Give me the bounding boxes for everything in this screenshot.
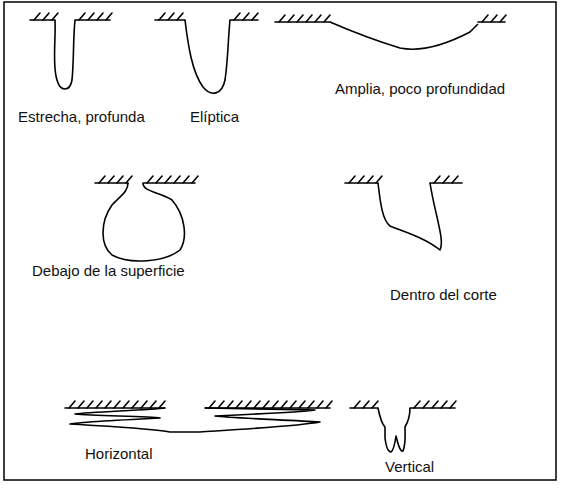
- surface-stroke: [324, 15, 330, 22]
- surface-stroke: [372, 401, 378, 408]
- surface-stroke: [108, 176, 114, 183]
- surface-stroke: [263, 401, 269, 408]
- surface-stroke: [306, 15, 312, 22]
- surface-stroke: [236, 401, 242, 408]
- shape-label: Dentro del corte: [390, 286, 497, 304]
- surface-stroke: [358, 176, 364, 183]
- surface-stroke: [500, 15, 506, 22]
- surface-stroke: [245, 401, 251, 408]
- surface-stroke: [243, 13, 249, 20]
- surface-stroke: [367, 176, 373, 183]
- wide-shallow-profile: [330, 22, 478, 49]
- surface-stroke: [192, 176, 198, 183]
- surface-stroke: [87, 401, 93, 408]
- surface-stroke: [482, 15, 488, 22]
- surface-stroke: [79, 13, 85, 20]
- surface-stroke: [117, 176, 123, 183]
- surface-stroke: [275, 21, 330, 23]
- surface-stroke: [434, 176, 440, 183]
- surface-stroke: [234, 13, 240, 20]
- narrow-deep-profile: [54, 20, 75, 89]
- surface-stroke: [326, 401, 332, 408]
- surface-stroke: [69, 401, 75, 408]
- surface-stroke: [126, 176, 132, 183]
- surface-stroke: [174, 176, 180, 183]
- surface-stroke: [290, 401, 296, 408]
- surface-stroke: [105, 401, 111, 408]
- shape-label: Vertical: [385, 458, 434, 476]
- surface-stroke: [34, 13, 40, 20]
- surface-stroke: [443, 176, 449, 183]
- surface-stroke: [423, 401, 429, 408]
- surface-stroke: [315, 15, 321, 22]
- surface-stroke: [150, 401, 156, 408]
- shape-label: Amplia, poco profundidad: [335, 80, 505, 98]
- shape-label: Elíptica: [190, 108, 239, 126]
- elliptical-profile: [185, 20, 230, 93]
- surface-stroke: [99, 176, 105, 183]
- surface-stroke: [254, 401, 260, 408]
- surface-stroke: [97, 13, 103, 20]
- surface-stroke: [281, 401, 287, 408]
- surface-stroke: [123, 401, 129, 408]
- surface-stroke: [209, 401, 215, 408]
- surface-stroke: [252, 13, 258, 20]
- surface-stroke: [165, 176, 171, 183]
- surface-stroke: [288, 15, 294, 22]
- surface-stroke: [141, 401, 147, 408]
- surface-stroke: [317, 401, 323, 408]
- surface-stroke: [376, 176, 382, 183]
- surface-stroke: [354, 401, 360, 408]
- surface-stroke: [363, 401, 369, 408]
- surface-stroke: [52, 13, 58, 20]
- surface-stroke: [43, 13, 49, 20]
- in-cut-profile: [378, 183, 441, 250]
- horizontal-profile: [70, 408, 320, 432]
- shape-label: Estrecha, profunda: [18, 108, 145, 126]
- surface-lines: [30, 13, 506, 408]
- subsurface-profile: [103, 183, 184, 261]
- shape-label: Debajo de la superficie: [32, 262, 185, 280]
- surface-stroke: [414, 401, 420, 408]
- surface-stroke: [96, 401, 102, 408]
- frame-border: [4, 2, 556, 480]
- surface-stroke: [441, 401, 447, 408]
- surface-stroke: [78, 401, 84, 408]
- surface-stroke: [168, 13, 174, 20]
- surface-stroke: [132, 401, 138, 408]
- surface-stroke: [147, 176, 153, 183]
- shape-label: Horizontal: [85, 445, 153, 463]
- surface-stroke: [450, 401, 456, 408]
- surface-stroke: [159, 13, 165, 20]
- surface-stroke: [218, 401, 224, 408]
- surface-stroke: [177, 13, 183, 20]
- surface-stroke: [272, 401, 278, 408]
- surface-stroke: [491, 15, 497, 22]
- surface-stroke: [299, 401, 305, 408]
- surface-stroke: [159, 401, 165, 408]
- surface-stroke: [143, 182, 195, 184]
- surface-stroke: [432, 401, 438, 408]
- surface-stroke: [279, 15, 285, 22]
- surface-stroke: [452, 176, 458, 183]
- surface-stroke: [297, 15, 303, 22]
- surface-stroke: [106, 13, 112, 20]
- surface-stroke: [227, 401, 233, 408]
- surface-stroke: [114, 401, 120, 408]
- surface-stroke: [88, 13, 94, 20]
- surface-stroke: [349, 176, 355, 183]
- vertical-profile: [378, 408, 410, 452]
- surface-stroke: [156, 176, 162, 183]
- surface-stroke: [183, 176, 189, 183]
- surface-stroke: [308, 401, 314, 408]
